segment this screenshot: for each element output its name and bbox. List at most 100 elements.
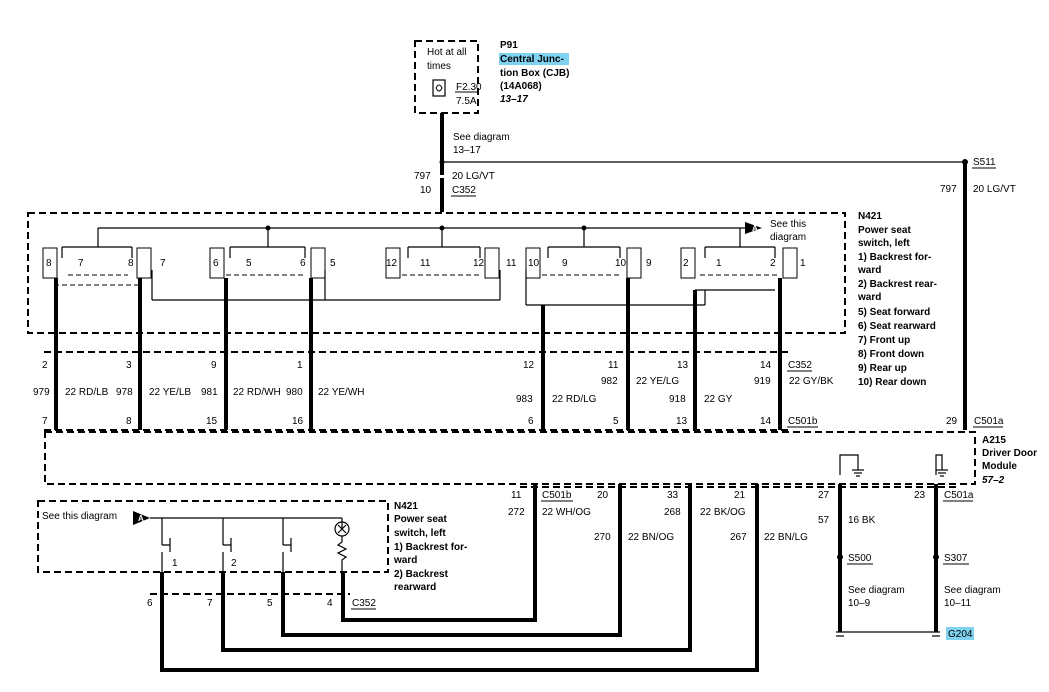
central-junction-box: Hot at all times F2.30 7.5A P91 Central … [414,40,569,114]
term-6a: 6 [213,258,219,269]
ground1-pin: 27 [818,490,830,501]
ground-g204: G204 [948,629,973,640]
term-2a: 2 [683,258,689,269]
wire3-bottom-pin: 15 [206,416,218,427]
ground1-circuit: 57 [818,515,830,526]
lower-c501b: C501b [542,490,572,501]
module-name-2: Module [982,461,1017,472]
switch-pin-7: 7 [207,598,213,609]
lower-switch-title-1: Power seat [394,514,447,525]
see-this-diagram-2: diagram [770,232,806,243]
wire6-bottom-pin: 5 [613,416,619,427]
fuse-id: F2.30 [456,82,482,93]
term-7b: 7 [160,258,166,269]
wire1-bottom-pin: 7 [42,416,48,427]
wire5-color: 22 RD/LG [552,394,597,405]
top-circuit: 797 [414,171,431,182]
cjb-name-2: tion Box (CJB) [500,68,569,79]
lower-switch-label-2: 2 [231,558,237,569]
top-connector: C352 [452,185,476,196]
lower-wire2-color: 22 BN/OG [628,532,674,543]
harness-c501b: C501b [788,416,818,427]
upper-fn-2: ward [857,265,881,276]
wire2-color: 22 YE/LB [149,387,191,398]
wire8-circuit: 919 [754,376,771,387]
lower-switch-id: N421 [394,501,418,512]
wire7-bottom-pin: 13 [676,416,688,427]
upper-switch-legend: N421 Power seat switch, left 1) Backrest… [857,211,937,388]
top-pin: 10 [420,185,432,196]
lower-fn-1: 1) Backrest for- [394,542,467,553]
upper-fn-4: ward [857,292,881,303]
lower-switch-title-2: switch, left [394,528,446,539]
lower-wire3-color: 22 BK/OG [700,507,746,518]
ground1-color: 16 BK [848,515,876,526]
lower-fn-2: ward [393,555,417,566]
term-6b: 6 [300,258,306,269]
lower-c501a: C501a [944,490,974,501]
module-ref: 57–2 [982,475,1005,486]
wire6-top-pin: 11 [608,360,619,371]
cjb-see-2: 13–17 [453,145,481,156]
wire5-bottom-pin: 6 [528,416,534,427]
lower-wire2-circuit: 270 [594,532,611,543]
term-10b: 10 [615,258,627,269]
right-circuit: 797 [940,184,957,195]
wire8-top-pin: 14 [760,360,772,371]
wire7-color: 22 GY [704,394,733,405]
upper-fn-1: 1) Backrest for- [858,252,931,263]
upper-switch-title-1: Power seat [858,225,911,236]
term-11b: 11 [506,258,517,269]
lower-wire1-pin: 11 [511,490,522,501]
term-9b: 9 [646,258,652,269]
wire1-circuit: 979 [33,387,50,398]
upper-switch-title-2: switch, left [858,238,910,249]
cjb-hot-line1: Hot at all [427,47,466,58]
switch-pin-5: 5 [267,598,273,609]
wire5-circuit: 983 [516,394,533,405]
wire3-circuit: 981 [201,387,218,398]
power-seat-switch-upper: A See this diagram [27,212,846,334]
switch-pin-4: 4 [327,598,333,609]
term-5a: 5 [246,258,252,269]
upper-fn-9: 9) Rear up [858,363,907,374]
module-id: A215 [982,435,1006,446]
upper-fn-6: 6) Seat rearward [858,321,936,332]
wire2-top-pin: 3 [126,360,132,371]
term-5b: 5 [330,258,336,269]
cjb-name-highlight: Central Junc- [500,54,564,65]
term-8b: 8 [128,258,134,269]
wire5-top-pin: 12 [523,360,535,371]
lower-fn-4: rearward [394,582,436,593]
arrow-marker-a-icon [133,511,150,525]
module-name-1: Driver Door [982,448,1037,459]
ground2-pin: 23 [914,490,926,501]
term-12b: 12 [473,258,485,269]
term-11a: 11 [420,258,431,269]
see-this-diagram-1: See this [770,219,806,230]
wire8-bottom-pin: 14 [760,416,772,427]
right-pin: 29 [946,416,958,427]
lower-wire4-color: 22 BN/LG [764,532,808,543]
lower-wire4-pin: 21 [734,490,746,501]
wire1-color: 22 RD/LB [65,387,109,398]
ground2-see-1: See diagram [944,585,1001,596]
lower-wire1-circuit: 272 [508,507,525,518]
lower-wire3-circuit: 268 [664,507,681,518]
fuse-amps: 7.5A [456,96,477,107]
upper-fn-5: 5) Seat forward [858,307,930,318]
wire3-color: 22 RD/WH [233,387,281,398]
arrow-marker-a-icon [745,222,762,234]
wire4-top-pin: 1 [297,360,303,371]
term-8a: 8 [46,258,52,269]
wire2-bottom-pin: 8 [126,416,132,427]
upper-fn-8: 8) Front down [858,349,924,360]
driver-door-module: A215 Driver Door Module 57–2 [44,431,1037,486]
fuse-icon [432,79,446,97]
term-1b: 1 [800,258,806,269]
lower-switch-label-1: 1 [172,558,178,569]
wire1-top-pin: 2 [42,360,48,371]
lower-see-this: See this diagram [42,511,117,522]
wire3-top-pin: 9 [211,360,217,371]
